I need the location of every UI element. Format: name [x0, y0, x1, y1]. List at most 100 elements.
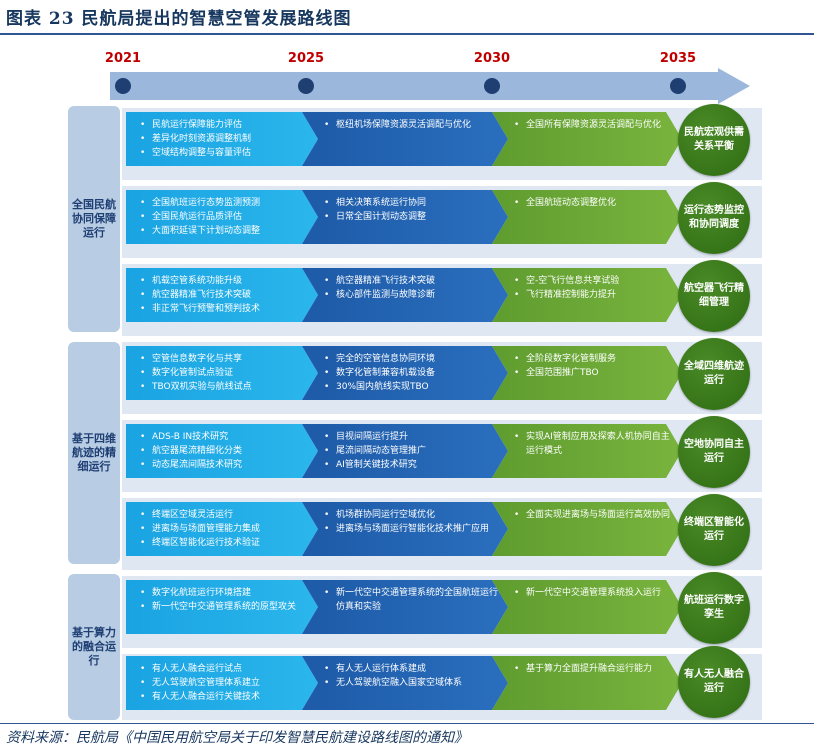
phase3-item: 全国航班动态调整优化	[514, 196, 672, 210]
phase1-segment: 数字化航班运行环境搭建 新一代空中交通管理系统的原型攻关	[126, 580, 318, 634]
phase1-item: 民航运行保障能力评估	[140, 118, 308, 132]
phase2-segment: 新一代空中交通管理系统的全国航班运行仿真和实验	[302, 580, 508, 634]
phase3-item: 空-空飞行信息共享试验	[514, 274, 672, 288]
goal-label: 空地协同自主运行	[684, 439, 744, 464]
phase1-segment: 机载空管系统功能升级 航空器精准飞行技术突破 非正常飞行预警和预判技术	[126, 268, 318, 322]
phase1-segment: 有人无人融合运行试点 无人驾驶航空管理体系建立 有人无人融合运行关键技术	[126, 656, 318, 710]
phase2-item: 相关决策系统运行协同	[324, 196, 498, 210]
phase3-segment: 空-空飞行信息共享试验 飞行精准控制能力提升	[492, 268, 682, 322]
phase1-item: 动态尾流间隔技术研究	[140, 458, 308, 472]
timeline-dot	[670, 78, 686, 94]
phase1-item: 空管信息数字化与共享	[140, 352, 308, 366]
goal-circle: 终端区智能化运行	[678, 494, 750, 566]
goal-label: 航班运行数字孪生	[684, 595, 744, 620]
goal-label: 航空器飞行精细管理	[684, 283, 744, 308]
phase2-item: 无人驾驶航空融入国家空域体系	[324, 676, 498, 690]
phase2-item: 核心部件监测与故障诊断	[324, 288, 498, 302]
phase1-item: ADS-B IN技术研究	[140, 430, 308, 444]
phase1-segment: 终端区空域灵活运行 进离场与场面管理能力集成 终端区智能化运行技术验证	[126, 502, 318, 556]
phase1-item: 差异化时刻资源调整机制	[140, 132, 308, 146]
phase2-item: 机场群协同运行空域优化	[324, 508, 498, 522]
phase2-item: 日常全国计划动态调整	[324, 210, 498, 224]
goal-circle: 民航宏观供需关系平衡	[678, 104, 750, 176]
phase1-segment: ADS-B IN技术研究 航空器尾流精细化分类 动态尾流间隔技术研究	[126, 424, 318, 478]
phase2-segment: 目视间隔运行提升 尾流间隔动态管理推广 AI管制关键技术研究	[302, 424, 508, 478]
group-label: 基于算力的融合运行	[72, 626, 116, 667]
phase2-item: 目视间隔运行提升	[324, 430, 498, 444]
phase2-item: 航空器精准飞行技术突破	[324, 274, 498, 288]
year-label: 2021	[104, 51, 142, 66]
phase1-item: 空域结构调整与容量评估	[140, 146, 308, 160]
phase1-item: TBO双机实验与航线试点	[140, 380, 308, 394]
phase3-item: 全国所有保障资源灵活调配与优化	[514, 118, 672, 132]
phase2-item: 新一代空中交通管理系统的全国航班运行仿真和实验	[324, 586, 498, 614]
goal-circle: 空地协同自主运行	[678, 416, 750, 488]
phase1-item: 无人驾驶航空管理体系建立	[140, 676, 308, 690]
goal-circle: 航空器飞行精细管理	[678, 260, 750, 332]
goal-label: 运行态势监控和协同调度	[684, 205, 744, 230]
timeline-dot	[298, 78, 314, 94]
phase1-segment: 全国航班运行态势监测预测 全国民航运行品质评估 大面积延误下计划动态调整	[126, 190, 318, 244]
year-label: 2025	[287, 51, 325, 66]
phase3-item: 新一代空中交通管理系统投入运行	[514, 586, 672, 600]
phase2-item: 枢纽机场保障资源灵活调配与优化	[324, 118, 498, 132]
group-label: 全国民航协同保障运行	[72, 198, 116, 239]
phase2-item: 完全的空管信息协同环境	[324, 352, 498, 366]
phase1-item: 有人无人融合运行关键技术	[140, 690, 308, 704]
phase2-item: 30%国内航线实现TBO	[324, 380, 498, 394]
phase2-item: 进离场与场面运行智能化技术推广应用	[324, 522, 498, 536]
timeline-arrow-head	[718, 68, 750, 104]
year-label: 2030	[473, 51, 511, 66]
goal-circle: 有人无人融合运行	[678, 646, 750, 718]
phase1-item: 数字化航班运行环境搭建	[140, 586, 308, 600]
phase1-item: 大面积延误下计划动态调整	[140, 224, 308, 238]
phase1-item: 终端区空域灵活运行	[140, 508, 308, 522]
phase3-segment: 全阶段数字化管制服务 全国范围推广TBO	[492, 346, 682, 400]
goal-label: 全域四维航迹运行	[684, 361, 744, 386]
phase1-segment: 空管信息数字化与共享 数字化管制试点验证 TBO双机实验与航线试点	[126, 346, 318, 400]
phase1-item: 新一代空中交通管理系统的原型攻关	[140, 600, 308, 614]
phase1-item: 全国民航运行品质评估	[140, 210, 308, 224]
year-label: 2035	[659, 51, 697, 66]
phase1-item: 终端区智能化运行技术验证	[140, 536, 308, 550]
timeline-arrow-shaft	[110, 72, 718, 100]
phase3-segment: 全国所有保障资源灵活调配与优化	[492, 112, 682, 166]
phase3-item: 实现AI管制应用及探索人机协同自主运行模式	[514, 430, 672, 458]
phase1-item: 全国航班运行态势监测预测	[140, 196, 308, 210]
goal-circle: 全域四维航迹运行	[678, 338, 750, 410]
phase3-item: 全阶段数字化管制服务	[514, 352, 672, 366]
timeline-dot	[484, 78, 500, 94]
goal-label: 终端区智能化运行	[684, 517, 744, 542]
group-box	[68, 106, 120, 332]
title-divider	[0, 33, 814, 35]
group-box	[68, 342, 120, 564]
phase3-segment: 全面实现进离场与场面运行高效协同	[492, 502, 682, 556]
goal-label: 民航宏观供需关系平衡	[684, 127, 744, 152]
phase2-segment: 相关决策系统运行协同 日常全国计划动态调整	[302, 190, 508, 244]
phase2-segment: 机场群协同运行空域优化 进离场与场面运行智能化技术推广应用	[302, 502, 508, 556]
timeline-dot	[115, 78, 131, 94]
goal-label: 有人无人融合运行	[684, 669, 744, 694]
phase2-segment: 航空器精准飞行技术突破 核心部件监测与故障诊断	[302, 268, 508, 322]
phase2-item: AI管制关键技术研究	[324, 458, 498, 472]
phase3-segment: 全国航班动态调整优化	[492, 190, 682, 244]
phase3-item: 基于算力全面提升融合运行能力	[514, 662, 672, 676]
source-note: 资料来源：民航局《中国民用航空局关于印发智慧民航建设路线图的通知》	[6, 730, 468, 746]
phase3-item: 全面实现进离场与场面运行高效协同	[514, 508, 672, 522]
figure-title: 图表 23 民航局提出的智慧空管发展路线图	[6, 9, 352, 29]
phase1-item: 有人无人融合运行试点	[140, 662, 308, 676]
group-label: 基于四维航迹的精细运行	[72, 432, 116, 473]
phase1-item: 进离场与场面管理能力集成	[140, 522, 308, 536]
group-box	[68, 574, 120, 720]
phase2-item: 数字化管制兼容机载设备	[324, 366, 498, 380]
phase2-segment: 有人无人运行体系建成 无人驾驶航空融入国家空域体系	[302, 656, 508, 710]
phase3-segment: 基于算力全面提升融合运行能力	[492, 656, 682, 710]
phase3-item: 全国范围推广TBO	[514, 366, 672, 380]
phase2-item: 有人无人运行体系建成	[324, 662, 498, 676]
source-divider	[0, 723, 814, 724]
phase2-item: 尾流间隔动态管理推广	[324, 444, 498, 458]
phase3-item: 飞行精准控制能力提升	[514, 288, 672, 302]
phase3-segment: 实现AI管制应用及探索人机协同自主运行模式	[492, 424, 682, 478]
phase1-segment: 民航运行保障能力评估 差异化时刻资源调整机制 空域结构调整与容量评估	[126, 112, 318, 166]
phase1-item: 数字化管制试点验证	[140, 366, 308, 380]
